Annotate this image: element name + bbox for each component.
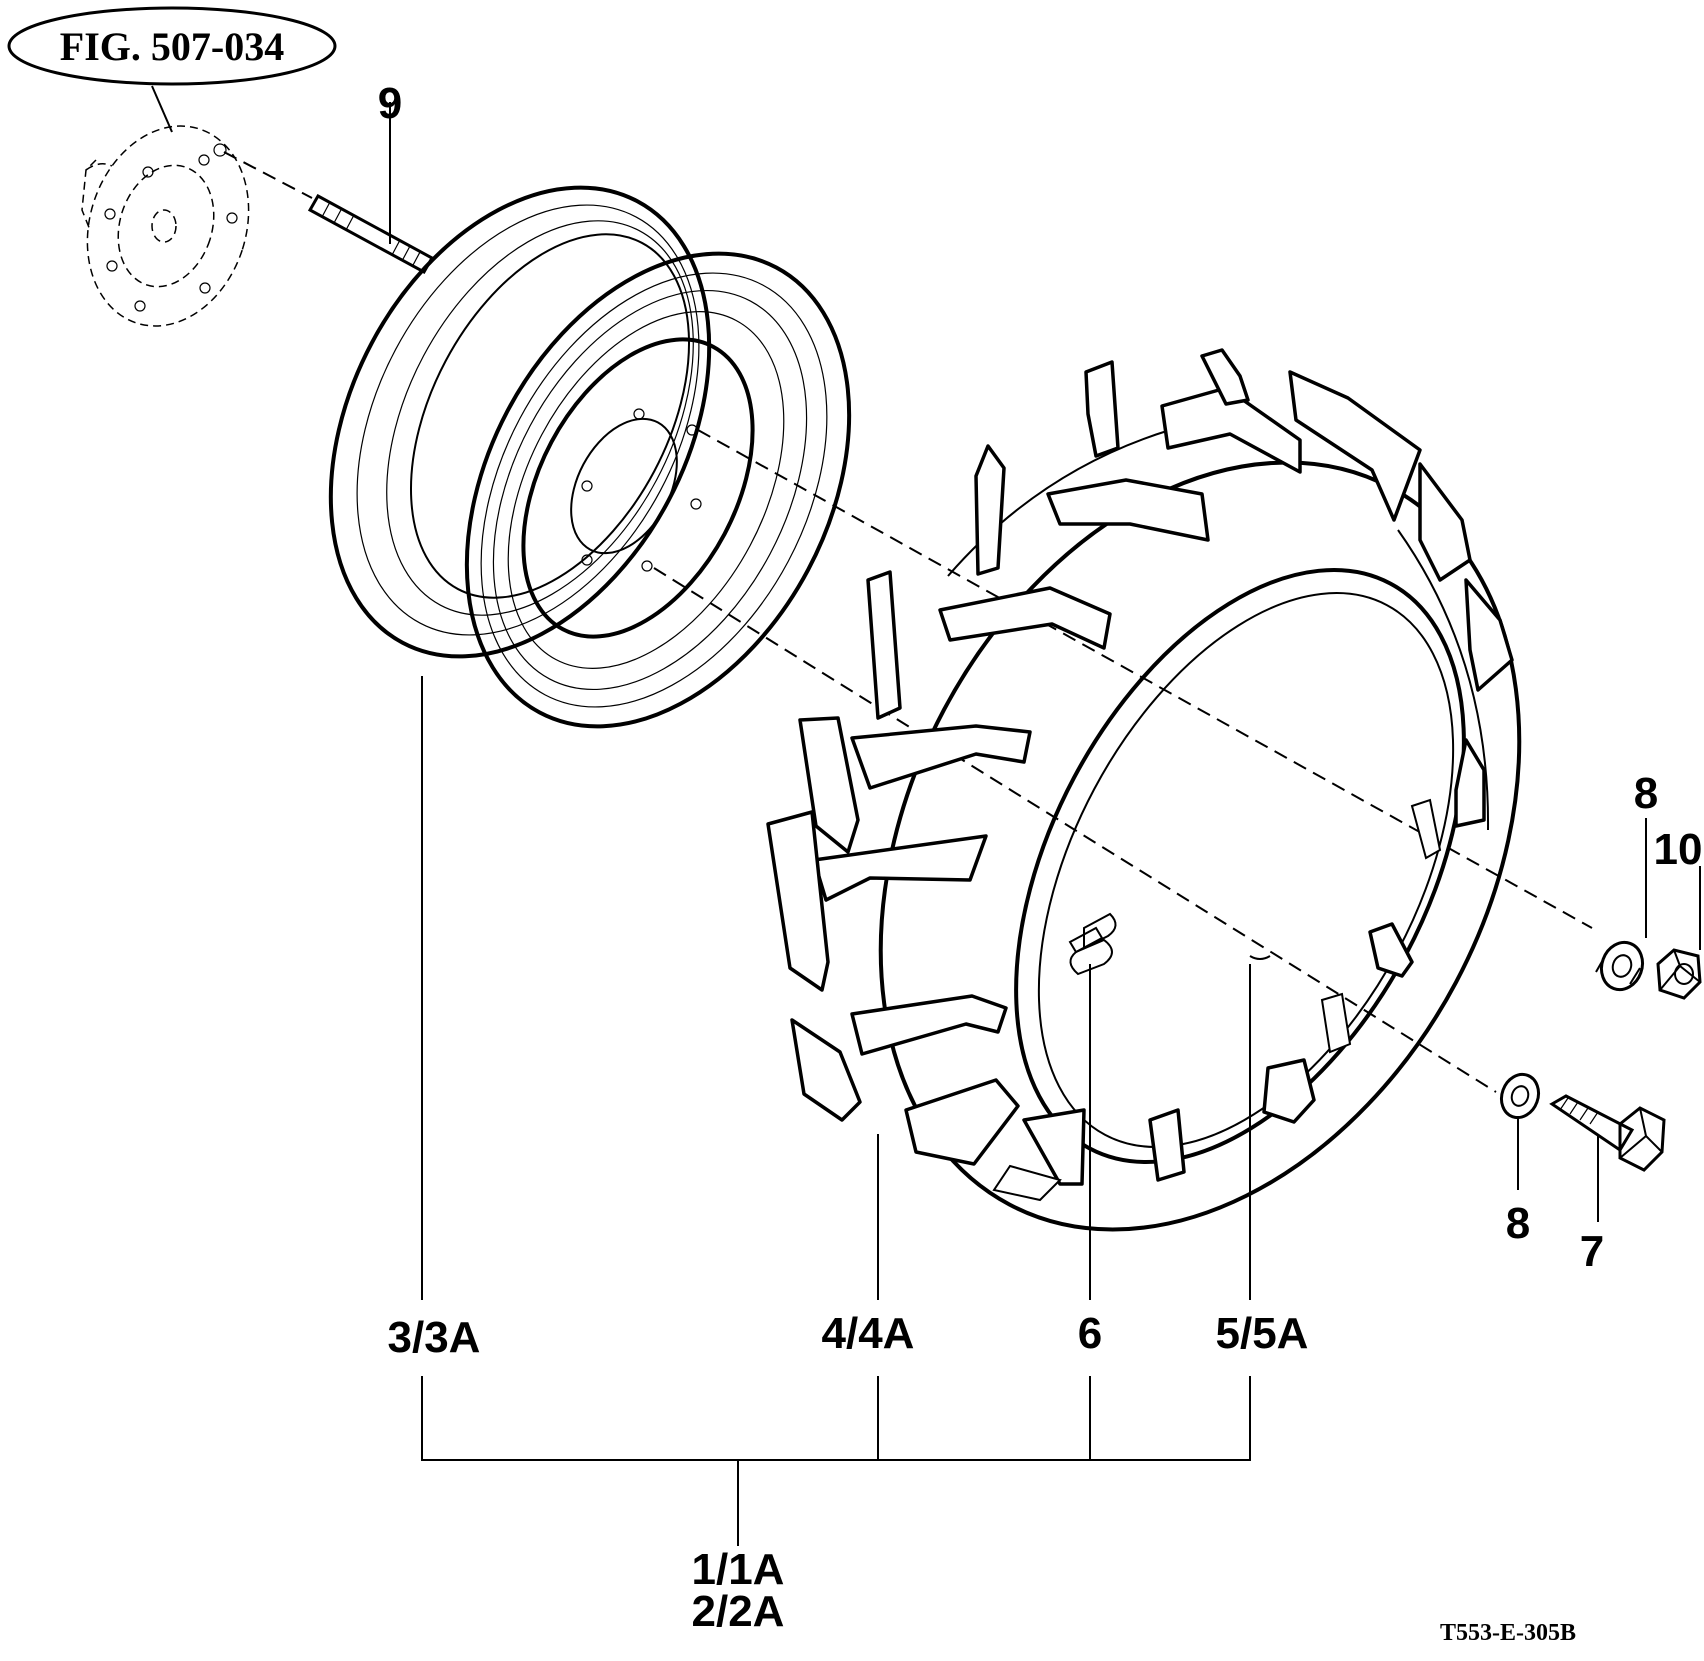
figure-reference: FIG. 507-034 <box>7 6 337 133</box>
inner-tube-and-valve <box>1068 912 1271 1300</box>
hub-ghost <box>81 125 250 327</box>
callout-washer-lower: 8 <box>1506 1199 1530 1248</box>
drawing-number: T553-E-305B <box>1440 1620 1576 1646</box>
callout-stud: 9 <box>378 79 402 128</box>
assembly-bracket <box>421 1376 1251 1546</box>
callout-tire: 4/4A <box>822 1309 915 1358</box>
callout-washer-upper: 8 <box>1634 769 1658 818</box>
callout-nut: 10 <box>1654 825 1703 874</box>
callout-valve: 6 <box>1078 1309 1102 1358</box>
fastener-lower <box>1499 1072 1666 1222</box>
callout-rim: 3/3A <box>388 1313 481 1362</box>
tractor-tire <box>766 348 1522 1300</box>
wheel-rim <box>328 185 852 1300</box>
fastener-upper <box>1595 818 1702 1000</box>
callout-assembly-a: 1/1A <box>692 1545 785 1594</box>
callout-bolt: 7 <box>1580 1227 1604 1276</box>
wheel-stud <box>307 102 435 275</box>
figure-reference-label: FIG. 507-034 <box>60 24 284 69</box>
callout-assembly-b: 2/2A <box>692 1587 785 1636</box>
callout-tube: 5/5A <box>1216 1309 1309 1358</box>
